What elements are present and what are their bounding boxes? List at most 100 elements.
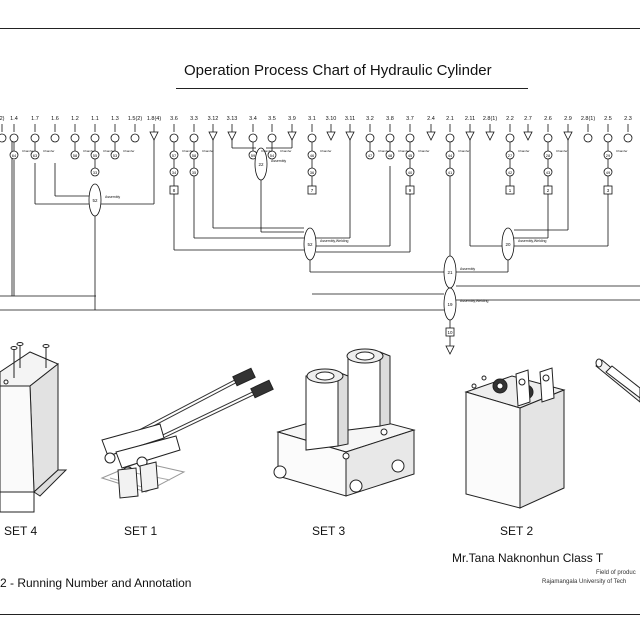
material-triangle [149, 131, 159, 141]
column-label: 3.13 [227, 116, 238, 122]
operation-number: 36 [310, 170, 315, 175]
material-triangle [208, 131, 218, 141]
set2-housing-illustration [464, 367, 566, 509]
operation-number: 64 [12, 153, 17, 158]
column-label: 1.4 [10, 116, 18, 122]
inspection-number: 7 [311, 188, 314, 193]
material-triangle [426, 131, 436, 141]
material-triangle [485, 131, 495, 141]
step-annotation: Chamfer [556, 149, 568, 153]
inspection-number: 2 [547, 188, 550, 193]
step-annotation: Chamfer [320, 149, 332, 153]
operation-circle [603, 167, 613, 177]
set1-label: SET 1 [124, 524, 158, 538]
author-line: Mr.Tana Naknonhun Class T [452, 551, 604, 565]
assembly-number: 19 [447, 302, 453, 307]
operation-circle [169, 167, 179, 177]
material-triangle [563, 131, 573, 141]
operation-number: 57 [172, 153, 177, 158]
column-label: 2.1 [446, 116, 454, 122]
operation-circle [603, 133, 613, 143]
assembly-number: 52 [307, 242, 313, 247]
frame-bottom-line [0, 614, 640, 615]
material-triangle [465, 131, 475, 141]
step-annotation: Chamfer [378, 149, 390, 153]
column-label: 1.6 [51, 116, 59, 122]
column-label: 3.4 [249, 116, 257, 122]
step-annotation: Chamfer [616, 149, 628, 153]
subassembly-3 [254, 147, 268, 181]
column-label: 2.8(1) [483, 116, 498, 122]
column-label: 1.7 [31, 116, 39, 122]
column-label: 3.1 [308, 116, 316, 122]
assembly-number: 22 [258, 162, 264, 167]
step-annotation: Chamfer [22, 149, 34, 153]
operation-number: 48 [388, 153, 393, 158]
operation-number: 27 [508, 153, 513, 158]
operation-circle [623, 133, 633, 143]
operation-circle [70, 150, 80, 160]
operation-number: 45 [408, 153, 413, 158]
set3-label: SET 3 [312, 524, 346, 538]
final-assembly [443, 287, 457, 321]
inspection-number: 1 [509, 188, 512, 193]
operation-circle [267, 150, 277, 160]
set1-linkage-illustration [100, 367, 274, 499]
operation-number: 29 [606, 153, 611, 158]
operation-circle [90, 150, 100, 160]
operation-circle [90, 167, 100, 177]
inspection-square [307, 185, 317, 195]
operation-circle [30, 150, 40, 160]
column-label: 3.5 [268, 116, 276, 122]
operation-circle [603, 150, 613, 160]
column-label: 2.4 [427, 116, 435, 122]
column-label: 3.7 [406, 116, 414, 122]
inspection-number: 10 [447, 330, 453, 335]
step-annotation: Chamfer [418, 149, 430, 153]
column-label: 2.3 [624, 116, 632, 122]
operation-number: 58 [73, 153, 78, 158]
column-label: 3.3 [190, 116, 198, 122]
step-annotation: Chamfer [280, 149, 292, 153]
operation-circle [110, 133, 120, 143]
operation-circle [365, 133, 375, 143]
university-name: Rajamangala University of Tech [542, 579, 627, 585]
column-label: 3.12 [208, 116, 219, 122]
operation-number: 54 [270, 153, 275, 158]
operation-circle [543, 150, 553, 160]
inspection-number: 8 [173, 188, 176, 193]
operation-circle [445, 167, 455, 177]
material-triangle [326, 131, 336, 141]
operation-circle [307, 150, 317, 160]
column-label: 1.1 [91, 116, 99, 122]
sheet-caption: 2 - Running Number and Annotation [0, 576, 192, 590]
step-annotation: Chamfer [83, 149, 95, 153]
column-label: 2) [0, 116, 5, 122]
assembly-annotation: Assembly [105, 195, 120, 199]
operation-circle [130, 133, 140, 143]
column-label: 2.7 [524, 116, 532, 122]
assembly-annotation: Assembly,Welding [518, 239, 547, 243]
column-label: 1.3 [111, 116, 119, 122]
column-label: 3.2 [366, 116, 374, 122]
operation-circle [405, 133, 415, 143]
inspection-number: 3 [607, 188, 610, 193]
step-annotation: Chamfer [123, 149, 135, 153]
inspection-square [405, 185, 415, 195]
column-label: 2.6 [544, 116, 552, 122]
operation-circle [70, 133, 80, 143]
operation-number: 43 [546, 170, 551, 175]
operation-circle [307, 133, 317, 143]
step-annotation: Chamfer [261, 149, 273, 153]
operation-circle [110, 150, 120, 160]
rods-illustration [595, 358, 640, 403]
operation-number: 33 [93, 170, 98, 175]
column-label: 2.11 [465, 116, 475, 122]
operation-number: 34 [172, 170, 177, 175]
operation-circle [445, 133, 455, 143]
step-annotation: Chamfer [398, 149, 410, 153]
material-triangle [523, 131, 533, 141]
operation-circle [583, 133, 593, 143]
